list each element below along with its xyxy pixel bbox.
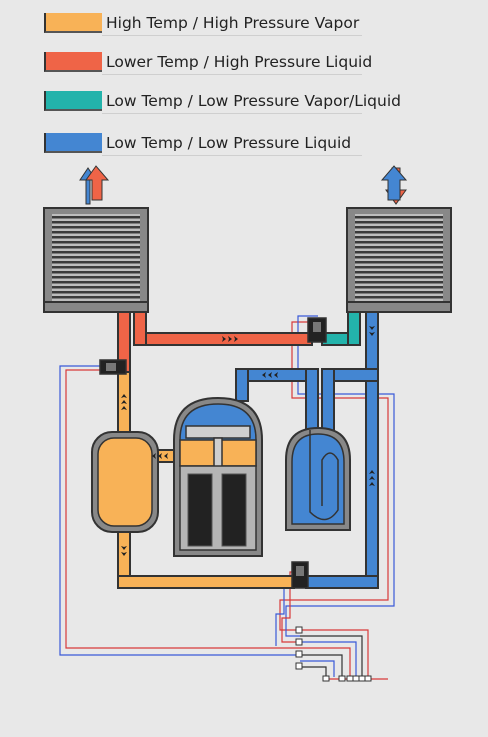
legend-item-cold-liquid: Low Temp / Low Pressure Liquid (44, 130, 351, 156)
legend-item-hot-vapor: High Temp / High Pressure Vapor (44, 10, 359, 36)
double-up-down-arrow-icon (79, 165, 110, 205)
pipe-cold-return (365, 311, 379, 589)
evaporator (346, 207, 452, 313)
expansion-valve (307, 317, 327, 343)
accumulator (285, 426, 351, 531)
wire-blue (285, 315, 395, 637)
compressor (173, 396, 263, 557)
chevron-flow-icon (222, 336, 238, 342)
pipe-cold-drop (235, 368, 249, 402)
legend-label: High Temp / High Pressure Vapor (106, 14, 360, 32)
chevron-flow-icon (262, 372, 278, 378)
wire-bundle (300, 629, 369, 677)
pipe-hot-bottom (117, 575, 295, 589)
terminal-block (295, 626, 372, 682)
wire-bundle (300, 666, 327, 677)
control-wiring (59, 315, 395, 680)
legend-swatch-cool-mix (44, 91, 102, 111)
wire-blue (59, 365, 300, 656)
legend-swatch-cold-liquid (44, 133, 102, 153)
legend-item-cool-mix: Low Temp / Low Pressure Vapor/Liquid (44, 88, 401, 114)
wire-red (65, 369, 300, 649)
legend-item-warm-liquid: Lower Temp / High Pressure Liquid (44, 49, 372, 75)
wire-bundle (300, 647, 351, 677)
legend-swatch-warm-liquid (44, 52, 102, 72)
condenser (43, 207, 149, 313)
wire-bundle (300, 660, 335, 677)
pipe-mix-rise (347, 311, 361, 346)
chevron-flow-icon (121, 546, 127, 556)
double-up-down-arrow-icon (380, 165, 408, 205)
chevron-flow-icon (369, 326, 375, 336)
legend-divider (102, 113, 362, 114)
receiver-tank (91, 431, 159, 533)
chevron-flow-icon (121, 394, 127, 410)
pipe-liquid-drop (133, 311, 147, 346)
pipes (117, 311, 379, 589)
wire-bundle (300, 635, 363, 677)
pipe-accumulator-out (321, 368, 335, 434)
chevron-flow-icon (152, 453, 168, 459)
legend-divider (102, 35, 362, 36)
solenoid-valve-left (99, 359, 127, 375)
legend-divider (102, 155, 362, 156)
solenoid-valve-bottom (291, 561, 309, 589)
legend-label: Low Temp / Low Pressure Vapor/Liquid (106, 92, 401, 110)
legend-label: Low Temp / Low Pressure Liquid (106, 134, 352, 152)
legend-divider (102, 74, 362, 75)
wire-bundle (300, 641, 357, 677)
wire-bundle (300, 654, 343, 677)
pipe-cold-bottom (305, 575, 379, 589)
chevron-flow-icon (369, 470, 375, 486)
legend-swatch-hot-vapor (44, 13, 102, 33)
legend-label: Lower Temp / High Pressure Liquid (106, 53, 373, 71)
pipe-accumulator-in (305, 368, 319, 434)
